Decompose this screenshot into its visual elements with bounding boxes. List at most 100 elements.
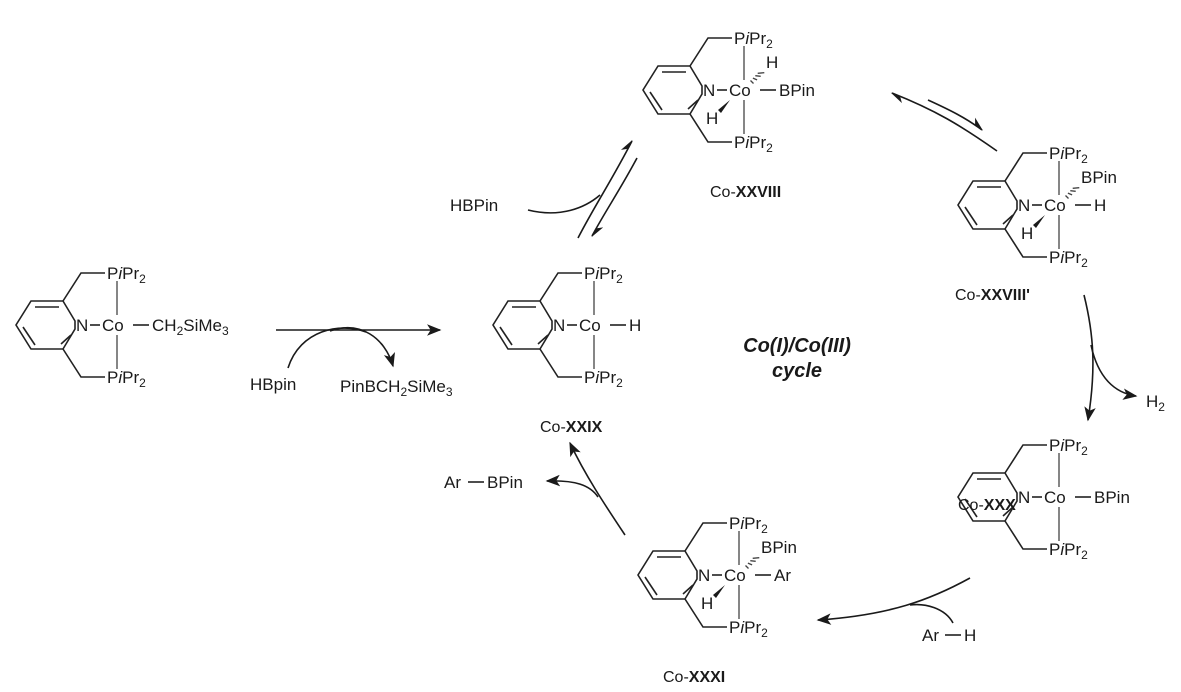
hashed-ligand: BPin — [761, 538, 797, 557]
pyridine-ring — [957, 472, 1018, 522]
isomer-reverse-arrow — [890, 92, 998, 152]
arh-in-curve — [909, 603, 954, 624]
hashed-bond — [1072, 187, 1080, 189]
h2-product: H2 — [1146, 392, 1165, 414]
phosphine-top: PiPr2 — [729, 514, 768, 536]
ch-activation-step: Ar H — [816, 577, 976, 645]
ring-double-bond — [537, 334, 549, 345]
pyridine-ring — [957, 180, 1018, 230]
ring-double-bond — [1002, 214, 1014, 225]
ch2-arm-bottom — [1004, 228, 1047, 258]
ring-double-bond — [964, 206, 978, 226]
pyridine-ring — [492, 300, 553, 350]
ring-double-bond — [22, 326, 36, 346]
pyridine-ring — [642, 65, 703, 115]
reductive-elimination-step: Ar BPin — [444, 441, 626, 536]
phosphine-top: PiPr2 — [734, 29, 773, 51]
nitrogen-atom: N — [698, 566, 710, 585]
compound-name: Co-XXVIII' — [955, 287, 1030, 304]
hbpin-in-curve — [287, 327, 367, 369]
phosphine-bottom: PiPr2 — [1049, 248, 1088, 270]
nitrogen-atom: N — [76, 316, 88, 335]
axial-ligand: H — [629, 316, 641, 335]
phosphine-bottom: PiPr2 — [729, 618, 768, 640]
phosphine-bottom: PiPr2 — [734, 133, 773, 155]
hashed-bond — [745, 565, 749, 569]
byproduct-out-curve — [329, 326, 395, 368]
hbpin-in-curve-2 — [527, 194, 601, 214]
cobalt-atom: Co — [1044, 196, 1066, 215]
phosphine-bottom: PiPr2 — [584, 368, 623, 390]
nitrogen-atom: N — [553, 316, 565, 335]
byproduct-label: PinBCH2SiMe3 — [340, 377, 453, 399]
phosphine-top: PiPr2 — [107, 264, 146, 286]
ch2-arm-top — [62, 272, 105, 302]
wedge-ligand: H — [1021, 224, 1033, 243]
arh-reagent: Ar — [922, 626, 939, 645]
hbpin-oa-reagent: HBPin — [450, 196, 498, 215]
ch2-arm-top — [539, 272, 582, 302]
wedge-bond — [718, 100, 730, 113]
equilibrium-forward-arrow — [577, 139, 633, 239]
compound-name: Co-XXXI — [663, 669, 725, 686]
compound-name: Co-XXIX — [540, 419, 603, 436]
wedge-ligand: H — [706, 109, 718, 128]
phosphine-bottom: PiPr2 — [107, 368, 146, 390]
h2-release-step: H2 — [1083, 294, 1165, 422]
h2-release-arrow — [1083, 294, 1096, 422]
ch2-arm-bottom — [689, 113, 732, 143]
isomerization-step — [890, 92, 998, 152]
ring-double-bond — [499, 326, 513, 346]
axial-ligand: H — [1094, 196, 1106, 215]
hashed-bond — [752, 557, 760, 559]
phosphine-top: PiPr2 — [584, 264, 623, 286]
hashed-ligand: H — [766, 53, 778, 72]
activation-step: HBpin PinBCH2SiMe3 — [250, 324, 453, 399]
compound-name: Co-XXVIII — [710, 184, 781, 201]
equilibrium-reverse-arrow — [591, 157, 638, 238]
pyridine-ring — [637, 550, 698, 600]
ch2-arm-bottom — [684, 598, 727, 628]
cycle-label-line1: Co(I)/Co(III) — [743, 335, 851, 357]
hashed-bond — [1067, 192, 1073, 196]
hashed-bond — [747, 562, 753, 566]
ring-double-bond — [964, 498, 978, 518]
nitrogen-atom: N — [703, 81, 715, 100]
axial-ligand: Ar — [774, 566, 791, 585]
ring-double-bond — [644, 576, 658, 596]
ch2-arm-top — [689, 37, 732, 67]
cobalt-atom: Co — [1044, 488, 1066, 507]
wedge-bond — [713, 585, 725, 598]
phosphine-top: PiPr2 — [1049, 144, 1088, 166]
ch2-arm-bottom — [539, 348, 582, 378]
oxidative-addition-step: HBPin — [450, 139, 638, 239]
axial-ligand: CH2SiMe3 — [152, 316, 229, 338]
cobalt-atom: Co — [579, 316, 601, 335]
ch2-arm-bottom — [62, 348, 105, 378]
hashed-bond — [750, 560, 756, 562]
arbpin-ar: Ar — [444, 473, 461, 492]
ring-double-bond — [687, 99, 699, 110]
arbpin-bpin: BPin — [487, 473, 523, 492]
hashed-bond — [750, 80, 754, 84]
cobalt-atom: Co — [724, 566, 746, 585]
hashed-bond — [1070, 190, 1076, 192]
pyridine-ring — [15, 300, 76, 350]
phosphine-top: PiPr2 — [1049, 436, 1088, 458]
phosphine-bottom: PiPr2 — [1049, 540, 1088, 562]
isomer-forward-arrow — [927, 99, 984, 131]
arbpin-out-curve — [545, 474, 599, 498]
ch2-arm-top — [684, 522, 727, 552]
ring-double-bond — [682, 584, 694, 595]
hashed-bond — [1065, 195, 1069, 199]
hashed-bond — [757, 72, 765, 74]
ch2-arm-bottom — [1004, 520, 1047, 550]
arh-h: H — [964, 626, 976, 645]
ch2-arm-top — [1004, 152, 1047, 182]
wedge-ligand: H — [701, 594, 713, 613]
compound-name: Co-XXX — [958, 497, 1016, 514]
